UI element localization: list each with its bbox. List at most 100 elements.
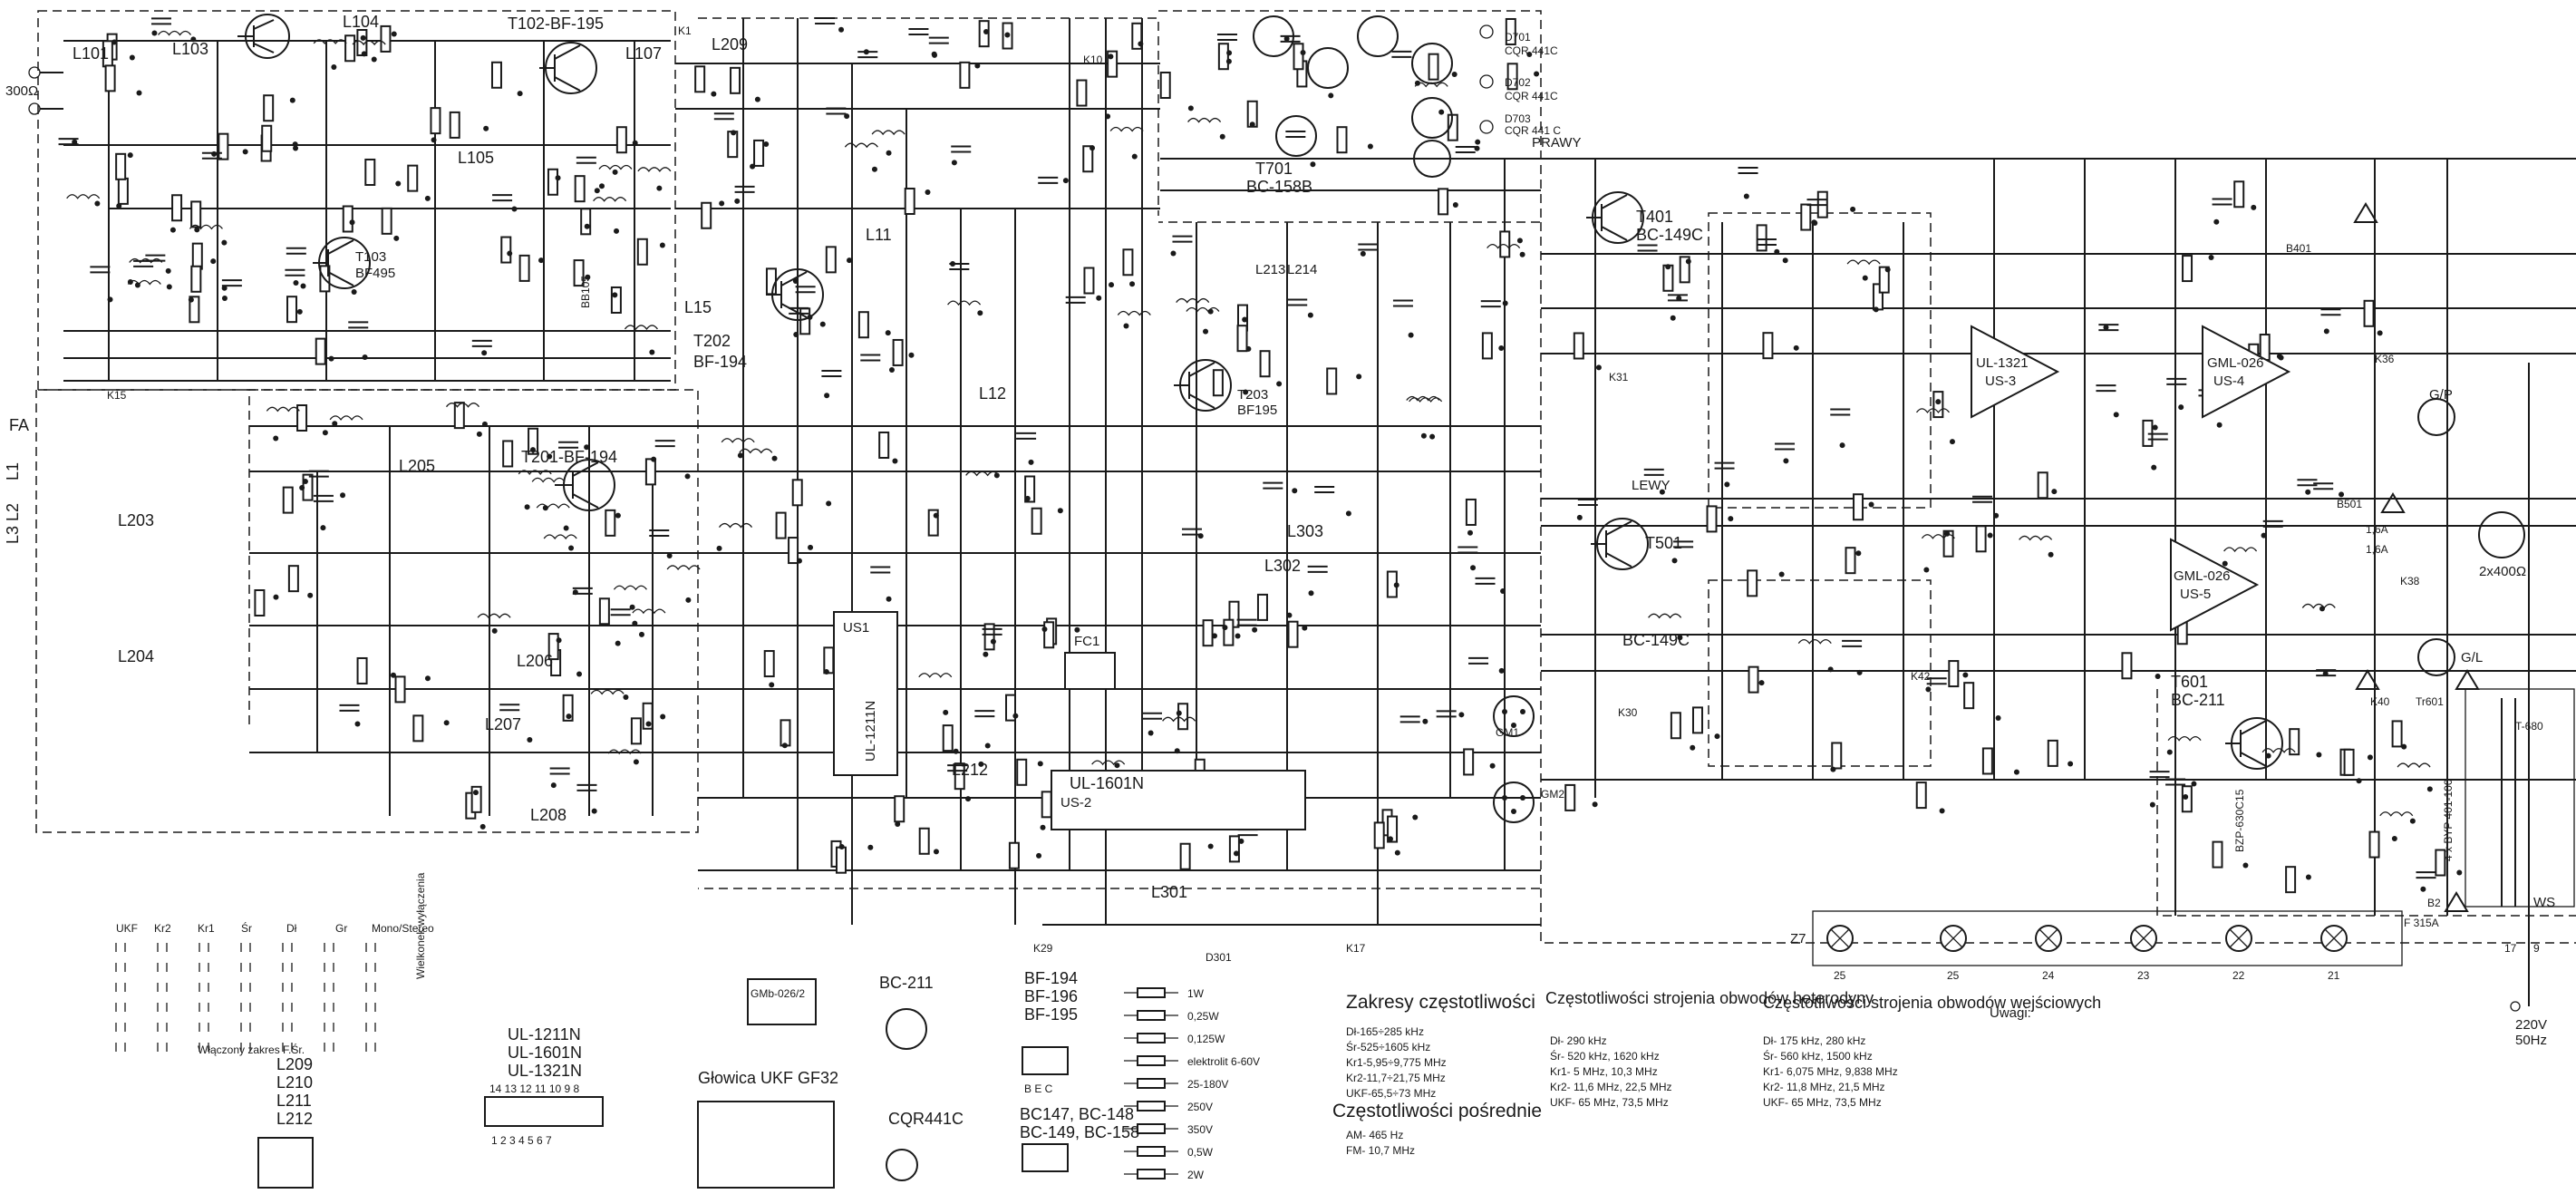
junction bbox=[2242, 862, 2249, 869]
junction bbox=[511, 206, 518, 212]
resistor-symbol bbox=[2182, 255, 2193, 283]
junction bbox=[1422, 718, 1428, 724]
resistor-symbol bbox=[1236, 325, 1248, 353]
junction bbox=[2013, 769, 2019, 775]
resistor-symbol bbox=[788, 537, 799, 565]
switch-contact bbox=[324, 943, 334, 952]
coil-symbol bbox=[1406, 395, 1440, 402]
switch-contact bbox=[282, 1043, 293, 1052]
switch-note: Włączony zakres F.Śr. bbox=[198, 1043, 305, 1056]
resistor-symbol bbox=[799, 307, 811, 335]
resistor-symbol bbox=[1981, 747, 1993, 775]
capacitor-symbol bbox=[1172, 235, 1193, 243]
resistor-symbol bbox=[412, 714, 424, 743]
resistor-symbol bbox=[1082, 145, 1094, 173]
junction bbox=[1962, 672, 1969, 678]
resistor-symbol bbox=[2391, 720, 2403, 748]
junction bbox=[2401, 743, 2407, 750]
coil-symbol bbox=[2261, 748, 2296, 753]
led-d703: D703 bbox=[1505, 112, 1531, 125]
resistor-symbol bbox=[1465, 498, 1477, 526]
junction bbox=[614, 228, 620, 234]
coil-l212: L212 bbox=[952, 761, 988, 779]
junction bbox=[632, 140, 638, 146]
junction bbox=[169, 227, 176, 233]
switch-contact bbox=[324, 963, 334, 972]
legend-symbol bbox=[1137, 1033, 1166, 1044]
junction bbox=[1197, 533, 1204, 539]
capacitor-symbol bbox=[549, 767, 570, 775]
junction bbox=[2377, 330, 2383, 336]
freq-item: Kr1-5,95÷9,775 MHz bbox=[1346, 1056, 1447, 1069]
zener-label: BZP-630C15 bbox=[2233, 789, 2246, 852]
capacitor-symbol bbox=[1738, 167, 1758, 175]
junction bbox=[965, 796, 972, 802]
legend-text: 0,5W bbox=[1187, 1146, 1214, 1159]
coil-symbol bbox=[1797, 639, 1832, 645]
junction bbox=[584, 223, 590, 229]
capacitor-symbol bbox=[1391, 50, 1412, 58]
resistor-symbol bbox=[1076, 79, 1088, 107]
legend-symbol bbox=[1137, 1010, 1166, 1021]
junction bbox=[1519, 251, 1525, 257]
coil-l3: L3 bbox=[4, 526, 22, 544]
junction bbox=[371, 56, 377, 63]
legend-text: 1W bbox=[1187, 987, 1205, 1000]
junction bbox=[210, 258, 217, 265]
junction bbox=[1307, 312, 1313, 318]
coil-symbol bbox=[543, 534, 577, 540]
coil-symbol bbox=[266, 406, 300, 413]
resistor-symbol bbox=[1975, 525, 1987, 553]
switch-contact bbox=[115, 1043, 126, 1052]
junction bbox=[1292, 488, 1298, 494]
resistor-symbol bbox=[1326, 367, 1338, 395]
junction bbox=[1170, 250, 1177, 257]
coil-l303: L303 bbox=[1287, 522, 1323, 540]
us5-label: US-5 bbox=[2180, 587, 2211, 602]
resistor-symbol bbox=[1506, 63, 1518, 91]
junction bbox=[1724, 481, 1730, 488]
junction bbox=[395, 180, 402, 187]
pinout-cqr: CQR441C bbox=[888, 1110, 964, 1128]
junction bbox=[933, 849, 939, 855]
coil-symbol bbox=[189, 224, 223, 230]
junction bbox=[1243, 389, 1249, 395]
label-varicap: BB105 bbox=[579, 276, 592, 308]
resistor-symbol bbox=[1287, 620, 1299, 648]
junction bbox=[1393, 582, 1399, 588]
input-title: Częstotliwości strojenia obwodów wejścio… bbox=[1763, 994, 2101, 1012]
resistor-symbol bbox=[171, 194, 183, 222]
transformer-label: T-680 bbox=[2515, 720, 2543, 733]
resistor-symbol bbox=[1691, 706, 1703, 734]
junction bbox=[2166, 749, 2173, 755]
junction bbox=[94, 200, 101, 207]
junction bbox=[1225, 58, 1232, 64]
label-b401: B401 bbox=[2286, 242, 2311, 255]
legend-text: 2W bbox=[1187, 1169, 1205, 1181]
junction bbox=[481, 350, 488, 356]
capacitor-symbol bbox=[2313, 482, 2334, 490]
capacitor-symbol bbox=[928, 36, 949, 44]
coil-symbol bbox=[598, 164, 633, 170]
capacitor-symbol bbox=[492, 194, 513, 202]
mains-switch: WS bbox=[2533, 895, 2555, 910]
junction bbox=[2103, 325, 2109, 331]
coil-symbol bbox=[1487, 243, 1521, 249]
resistor-symbol bbox=[2037, 471, 2048, 500]
freq-item: UKF- 65 MHz, 73,5 MHz bbox=[1763, 1096, 1882, 1109]
capacitor-symbol bbox=[795, 286, 816, 294]
freq-item: Kr1- 6,075 MHz, 9,838 MHz bbox=[1763, 1065, 1898, 1078]
junction bbox=[1212, 633, 1218, 639]
resistor-symbol bbox=[775, 511, 787, 539]
resistor-symbol bbox=[1107, 50, 1119, 78]
junction bbox=[111, 39, 118, 45]
switch-contact bbox=[115, 943, 126, 952]
label-k30: K30 bbox=[1618, 706, 1638, 719]
junction bbox=[847, 257, 853, 264]
freq-item: UKF-65,5÷73 MHz bbox=[1346, 1087, 1436, 1100]
mains-voltage: 220V bbox=[2515, 1017, 2547, 1033]
junction bbox=[393, 235, 400, 241]
switch-contact bbox=[282, 983, 293, 992]
junction bbox=[1041, 626, 1048, 633]
resistor-symbol bbox=[580, 208, 592, 236]
